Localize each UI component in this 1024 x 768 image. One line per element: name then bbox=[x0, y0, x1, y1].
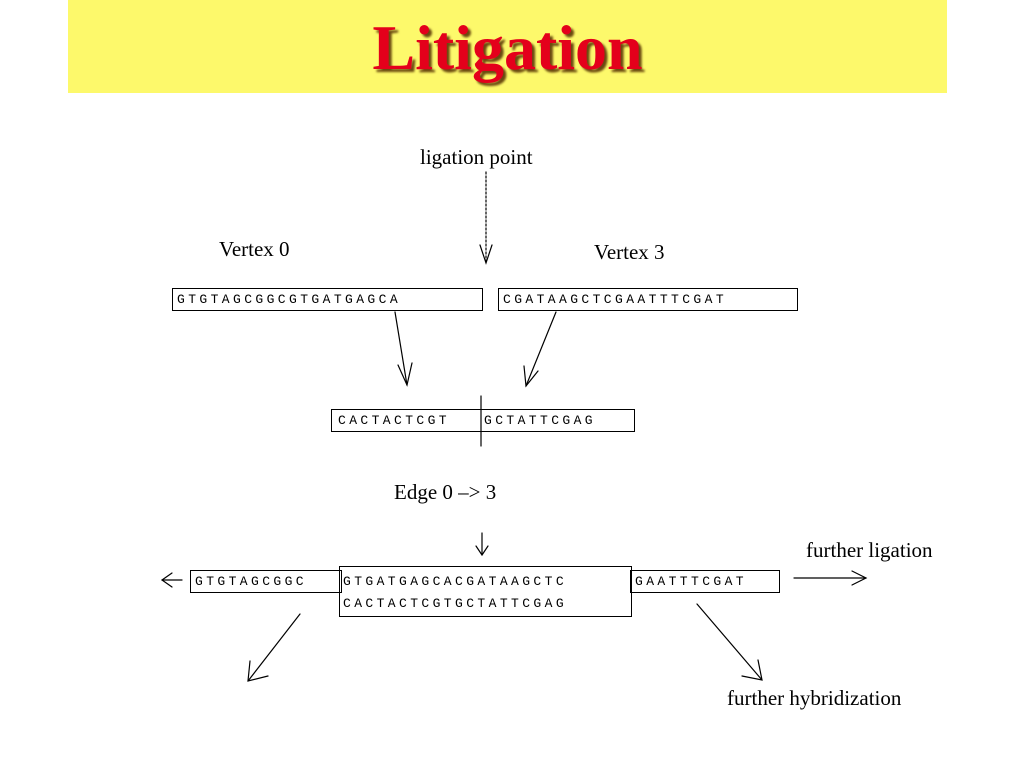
vertex0-to-edge-arrow bbox=[394, 311, 413, 387]
ligation-point-label: ligation point bbox=[420, 145, 533, 169]
row-middle-top-sequence: GTGATGAGCACGATAAGCTC bbox=[343, 574, 568, 589]
edge-sequence-box: CACTACTCGT GCTATTCGAG bbox=[331, 409, 635, 432]
edge-down-arrow bbox=[475, 532, 489, 557]
edge-sequence-left: CACTACTCGT bbox=[338, 413, 451, 428]
further-hybridization-label: further hybridization bbox=[727, 686, 902, 710]
vertex-3-sequence: CGATAAGCTCGAATTTCGAT bbox=[498, 288, 798, 311]
row-middle-box: GTGATGAGCACGATAAGCTC CACTACTCGTGCTATTCGA… bbox=[339, 566, 632, 617]
row-right-sequence: GAATTTCGAT bbox=[630, 570, 780, 593]
edge-label: Edge 0 –> 3 bbox=[394, 480, 497, 504]
page-title: Litigation bbox=[372, 12, 643, 83]
further-hybridization-arrow bbox=[696, 603, 763, 681]
vertex-3-label: Vertex 3 bbox=[594, 240, 665, 264]
left-extend-arrow bbox=[160, 572, 183, 588]
vertex-0-sequence: GTGTAGCGGCGTGATGAGCA bbox=[172, 288, 483, 311]
further-ligation-arrow bbox=[793, 570, 868, 586]
row-left-sequence: GTGTAGCGGC bbox=[190, 570, 342, 593]
down-left-arrow bbox=[247, 613, 301, 682]
row-middle-bottom-sequence: CACTACTCGTGCTATTCGAG bbox=[343, 596, 568, 611]
vertex-0-label: Vertex 0 bbox=[219, 237, 290, 261]
edge-sequence-right: GCTATTCGAG bbox=[484, 413, 597, 428]
further-ligation-label: further ligation bbox=[806, 538, 933, 562]
title-banner: Litigation bbox=[68, 0, 947, 93]
vertex3-to-edge-arrow bbox=[523, 311, 557, 388]
ligation-point-arrow bbox=[479, 171, 493, 265]
